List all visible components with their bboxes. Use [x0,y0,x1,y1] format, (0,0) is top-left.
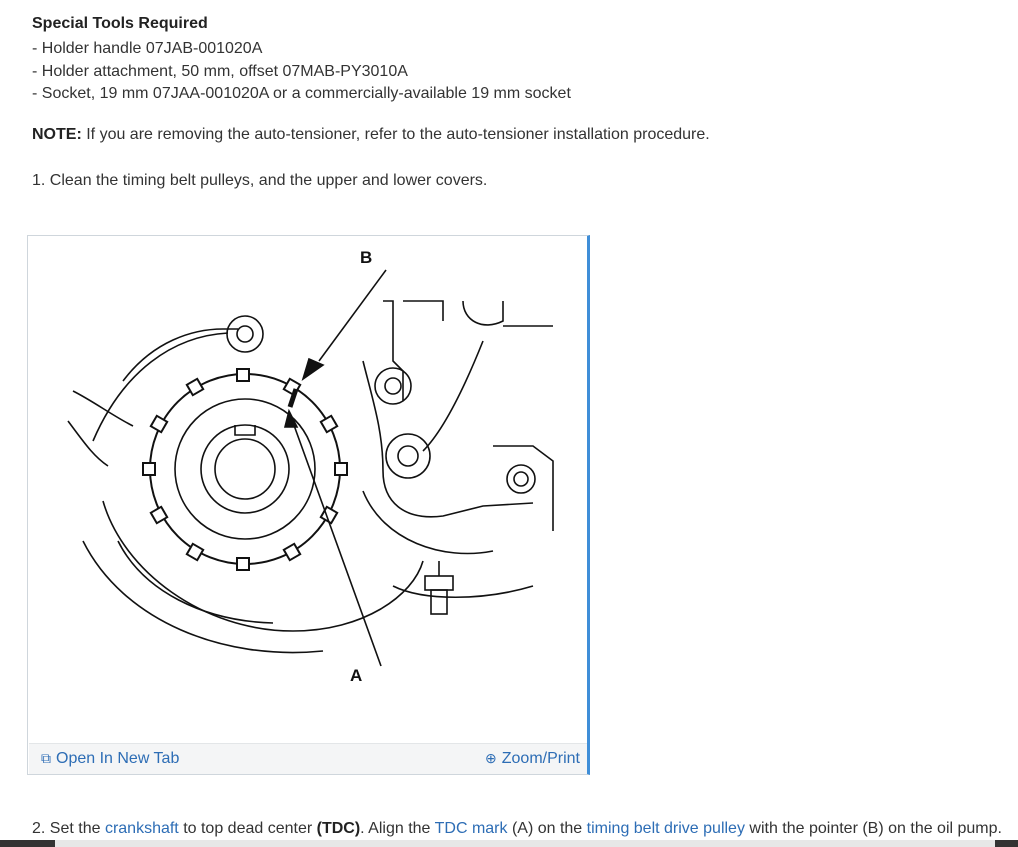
callout-a-label: A [350,666,363,685]
tool-item: - Holder attachment, 50 mm, offset 07MAB… [32,62,408,80]
section-heading: Special Tools Required [32,15,208,32]
scrollbar-thumb[interactable] [55,840,995,847]
crankshaft-link[interactable]: crankshaft [104,820,179,837]
magnifier-icon: ⊕ [485,750,497,766]
open-in-new-tab-link[interactable]: ⧉ Open In New Tab [41,750,179,768]
timing-pulley-diagram [67,269,554,667]
horizontal-scrollbar[interactable] [0,840,1018,847]
note-paragraph: NOTE: If you are removing the auto-tensi… [32,126,710,144]
tool-item: - Holder handle 07JAB-001020A [32,40,263,57]
callout-b-label: B [360,248,373,267]
note-text: If you are removing the auto-tensioner, … [81,126,710,143]
tool-item: - Socket, 19 mm 07JAA-001020A or a comme… [32,85,571,102]
tools-list: - Holder handle 07JAB-001020A - Holder a… [32,38,571,106]
step2-text-part: to top dead center [178,820,317,837]
external-window-icon: ⧉ [41,750,51,766]
zoom-label: Zoom/Print [501,750,580,767]
step2-text-part: 2. Set the [32,820,105,837]
step-2-text: 2. Set the crankshaft to top dead center… [32,820,1002,838]
figure-frame: B A ⧉ Open In New Tab ⊕Zoom/Print [27,235,590,775]
timing-belt-drive-pulley-link[interactable]: timing belt drive pulley [586,820,745,837]
step2-text-part: with the pointer (B) on the oil pump. [744,820,1002,837]
tdc-mark-link[interactable]: TDC mark [434,820,508,837]
open-tab-label: Open In New Tab [56,750,180,767]
zoom-print-link[interactable]: ⊕Zoom/Print [485,750,580,768]
step2-text-part: . Align the [360,820,435,837]
step2-text-part: (A) on the [507,820,587,837]
tdc-bold: (TDC) [316,820,361,837]
step-1-text: 1. Clean the timing belt pulleys, and th… [32,172,488,189]
note-label: NOTE: [32,126,82,143]
figure-footer: ⧉ Open In New Tab ⊕Zoom/Print [29,743,587,774]
